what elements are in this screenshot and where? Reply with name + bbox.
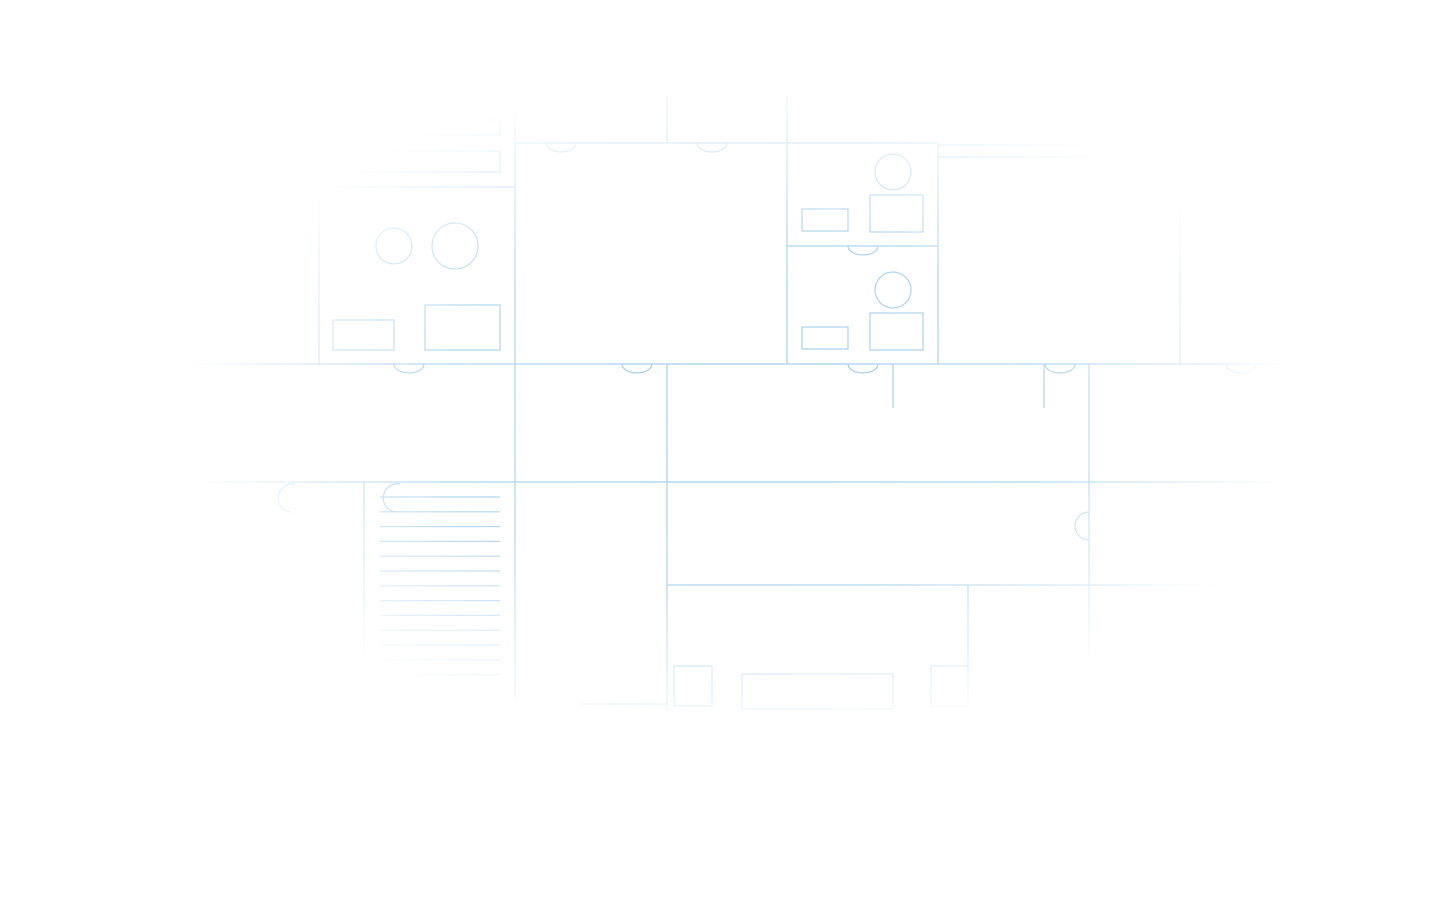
round-table xyxy=(431,222,479,270)
table xyxy=(741,673,894,710)
door-swing xyxy=(847,363,879,374)
door-swing xyxy=(159,482,181,513)
desk xyxy=(801,326,849,350)
round-table xyxy=(874,271,912,309)
floor-plan-drawing xyxy=(80,95,1301,710)
door-swing xyxy=(621,363,653,374)
round-table xyxy=(375,227,413,265)
stairs xyxy=(380,496,500,676)
door-swing xyxy=(393,363,425,374)
door-swing xyxy=(382,483,401,513)
desk xyxy=(801,208,849,232)
walls xyxy=(80,95,1301,710)
desk xyxy=(869,312,924,351)
round-table xyxy=(874,153,912,191)
doors xyxy=(159,142,1257,541)
desk xyxy=(869,194,924,233)
desk xyxy=(332,319,395,351)
counter xyxy=(332,150,501,173)
door-swing xyxy=(696,142,728,153)
cabinet xyxy=(673,665,713,707)
desk xyxy=(424,304,501,351)
door-swing xyxy=(167,363,199,374)
furniture xyxy=(332,119,969,710)
cabinet xyxy=(930,665,969,707)
door-swing xyxy=(1074,511,1090,541)
door-swing xyxy=(545,142,577,153)
door-swing xyxy=(1044,363,1076,374)
counter xyxy=(332,119,501,136)
door-swing xyxy=(847,245,879,256)
door-swing xyxy=(1225,363,1257,374)
door-swing xyxy=(277,483,296,513)
